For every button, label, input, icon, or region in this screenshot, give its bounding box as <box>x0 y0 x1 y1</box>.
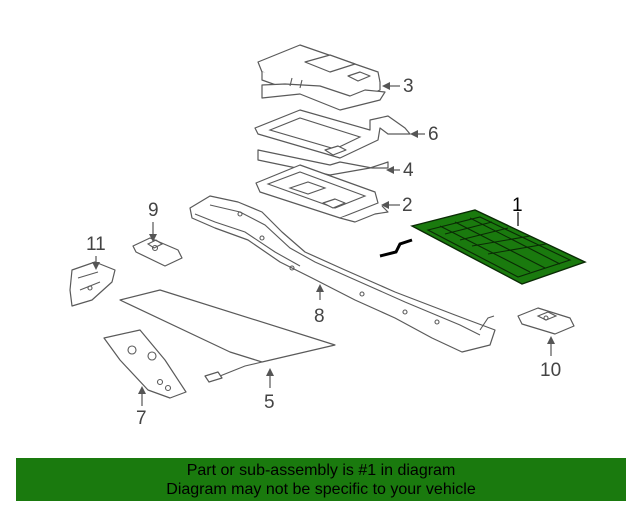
part-8-frame <box>189 195 496 353</box>
callout-11: 11 <box>86 234 106 255</box>
callout-7: 7 <box>136 408 147 429</box>
part-5-sheet <box>119 289 336 383</box>
part-10-clip <box>517 307 575 335</box>
callout-5: 5 <box>264 392 275 413</box>
banner-line-1: Part or sub-assembly is #1 in diagram <box>186 462 456 479</box>
callout-4: 4 <box>403 160 414 181</box>
part-1-heating-pad <box>379 209 587 285</box>
callout-2: 2 <box>402 195 413 216</box>
part-4-plate <box>257 149 389 176</box>
callout-8: 8 <box>314 306 325 327</box>
callout-1: 1 <box>512 195 523 216</box>
part-11-bracket <box>69 261 116 307</box>
parts-diagram: 1 2 3 4 5 6 7 8 9 10 11 <box>69 44 587 429</box>
leader-lines <box>92 82 555 406</box>
info-banner: Part or sub-assembly is #1 in diagram Di… <box>16 458 626 501</box>
callout-10: 10 <box>540 360 561 381</box>
callout-labels: 1 2 3 4 5 6 7 8 9 10 11 <box>86 76 561 429</box>
callout-9: 9 <box>148 200 159 221</box>
banner-line-2: Diagram may not be specific to your vehi… <box>166 481 476 498</box>
callout-3: 3 <box>403 76 414 97</box>
part-9-clip <box>132 237 183 267</box>
part-7-bracket <box>103 329 187 399</box>
part-3-bracket <box>257 44 386 111</box>
part-2-tray <box>255 164 389 223</box>
part-6-bracket <box>254 109 411 159</box>
callout-6: 6 <box>428 124 439 145</box>
